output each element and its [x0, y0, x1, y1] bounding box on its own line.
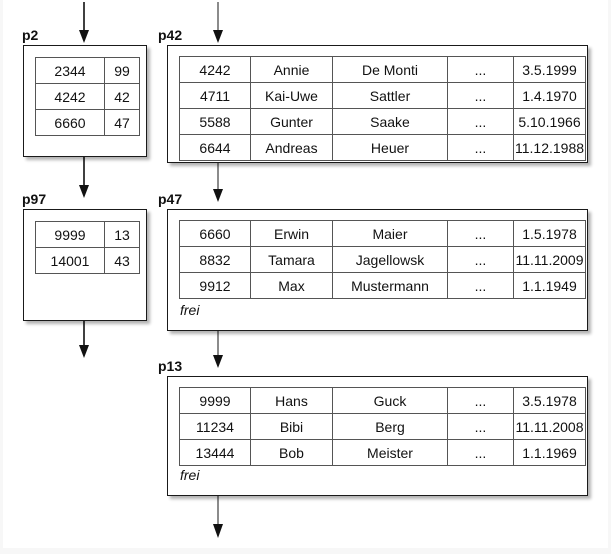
data-table-p13: 9999 Hans Guck ... 3.5.1978 11234 Bibi B… [179, 387, 586, 466]
index-table-p97: 9999 13 14001 43 [35, 221, 140, 274]
node-p13[interactable]: 9999 Hans Guck ... 3.5.1978 11234 Bibi B… [167, 376, 588, 496]
arrow-from-p13 [210, 494, 226, 540]
record-date-cell: 11.12.1988 [513, 134, 586, 161]
index-key-cell: 9999 [35, 221, 105, 248]
record-id-cell: 5588 [179, 108, 251, 135]
record-id-cell: 11234 [179, 413, 251, 440]
table-row[interactable]: 4242 42 [35, 83, 140, 110]
record-lastname-cell: Sattler [332, 82, 448, 109]
record-ellipsis-cell: ... [447, 56, 514, 83]
record-lastname-cell: De Monti [332, 56, 448, 83]
table-row[interactable]: 6660 Erwin Maier ... 1.5.1978 [179, 220, 586, 247]
record-lastname-cell: Mustermann [332, 272, 448, 299]
node-p2[interactable]: 2344 99 4242 42 6660 47 [23, 45, 147, 157]
table-row[interactable]: 9912 Max Mustermann ... 1.1.1949 [179, 272, 586, 299]
free-space-label-p47: frei [180, 302, 200, 318]
table-row[interactable]: 2344 99 [35, 57, 140, 84]
table-row[interactable]: 6644 Andreas Heuer ... 11.12.1988 [179, 134, 586, 161]
index-key-cell: 2344 [35, 57, 105, 84]
index-key-cell: 4242 [35, 83, 105, 110]
node-label-p97: p97 [22, 191, 47, 207]
table-row[interactable]: 13444 Bob Meister ... 1.1.1969 [179, 439, 586, 466]
table-row[interactable]: 14001 43 [35, 247, 140, 274]
record-lastname-cell: Jagellowsk [332, 246, 448, 273]
index-pointer-cell: 99 [104, 57, 140, 84]
record-firstname-cell: Tamara [250, 246, 333, 273]
arrow-p2-to-p97 [76, 155, 92, 199]
arrow-p47-to-p13 [210, 330, 226, 370]
record-ellipsis-cell: ... [447, 220, 514, 247]
table-row[interactable]: 11234 Bibi Berg ... 11.11.2008 [179, 413, 586, 440]
record-date-cell: 11.11.2008 [513, 413, 586, 440]
node-label-p13: p13 [158, 358, 183, 374]
record-lastname-cell: Saake [332, 108, 448, 135]
record-ellipsis-cell: ... [447, 82, 514, 109]
arrow-into-p42 [210, 2, 226, 44]
record-date-cell: 3.5.1978 [513, 387, 586, 414]
data-table-p47: 6660 Erwin Maier ... 1.5.1978 8832 Tamar… [179, 220, 586, 299]
index-key-cell: 14001 [35, 247, 105, 274]
record-date-cell: 5.10.1966 [513, 108, 586, 135]
record-lastname-cell: Heuer [332, 134, 448, 161]
index-pointer-cell: 13 [104, 221, 140, 248]
arrow-from-p97 [76, 320, 92, 360]
node-label-p47: p47 [158, 191, 183, 207]
record-date-cell: 1.1.1969 [513, 439, 586, 466]
index-pointer-cell: 47 [104, 109, 140, 136]
record-firstname-cell: Annie [250, 56, 333, 83]
record-firstname-cell: Andreas [250, 134, 333, 161]
record-ellipsis-cell: ... [447, 108, 514, 135]
record-lastname-cell: Berg [332, 413, 448, 440]
record-ellipsis-cell: ... [447, 246, 514, 273]
record-ellipsis-cell: ... [447, 413, 514, 440]
index-key-cell: 6660 [35, 109, 105, 136]
record-date-cell: 1.4.1970 [513, 82, 586, 109]
table-row[interactable]: 8832 Tamara Jagellowsk ... 11.11.2009 [179, 246, 586, 273]
record-id-cell: 9912 [179, 272, 251, 299]
record-id-cell: 13444 [179, 439, 251, 466]
table-row[interactable]: 6660 47 [35, 109, 140, 136]
record-firstname-cell: Hans [250, 387, 333, 414]
record-firstname-cell: Gunter [250, 108, 333, 135]
index-table-p2: 2344 99 4242 42 6660 47 [35, 57, 140, 136]
node-p97[interactable]: 9999 13 14001 43 [23, 209, 147, 321]
record-firstname-cell: Max [250, 272, 333, 299]
record-ellipsis-cell: ... [447, 387, 514, 414]
record-lastname-cell: Maier [332, 220, 448, 247]
record-lastname-cell: Guck [332, 387, 448, 414]
node-p42[interactable]: 4242 Annie De Monti ... 3.5.1999 4711 Ka… [167, 45, 588, 163]
table-row[interactable]: 9999 Hans Guck ... 3.5.1978 [179, 387, 586, 414]
node-label-p2: p2 [22, 27, 39, 43]
arrow-into-p2 [76, 2, 92, 44]
record-firstname-cell: Bob [250, 439, 333, 466]
data-table-p42: 4242 Annie De Monti ... 3.5.1999 4711 Ka… [179, 56, 586, 161]
record-date-cell: 11.11.2009 [513, 246, 586, 273]
node-p47[interactable]: 6660 Erwin Maier ... 1.5.1978 8832 Tamar… [167, 209, 588, 331]
record-ellipsis-cell: ... [447, 439, 514, 466]
record-id-cell: 9999 [179, 387, 251, 414]
arrow-p42-to-p47 [210, 163, 226, 203]
table-row[interactable]: 9999 13 [35, 221, 140, 248]
record-date-cell: 1.5.1978 [513, 220, 586, 247]
record-lastname-cell: Meister [332, 439, 448, 466]
table-row[interactable]: 4242 Annie De Monti ... 3.5.1999 [179, 56, 586, 83]
record-id-cell: 6660 [179, 220, 251, 247]
index-pointer-cell: 43 [104, 247, 140, 274]
record-id-cell: 8832 [179, 246, 251, 273]
record-ellipsis-cell: ... [447, 134, 514, 161]
record-firstname-cell: Erwin [250, 220, 333, 247]
record-id-cell: 4711 [179, 82, 251, 109]
record-firstname-cell: Bibi [250, 413, 333, 440]
record-id-cell: 6644 [179, 134, 251, 161]
index-pointer-cell: 42 [104, 83, 140, 110]
node-label-p42: p42 [158, 27, 183, 43]
record-date-cell: 3.5.1999 [513, 56, 586, 83]
free-space-label-p13: frei [180, 467, 200, 483]
record-firstname-cell: Kai-Uwe [250, 82, 333, 109]
table-row[interactable]: 5588 Gunter Saake ... 5.10.1966 [179, 108, 586, 135]
table-row[interactable]: 4711 Kai-Uwe Sattler ... 1.4.1970 [179, 82, 586, 109]
record-ellipsis-cell: ... [447, 272, 514, 299]
record-date-cell: 1.1.1949 [513, 272, 586, 299]
record-id-cell: 4242 [179, 56, 251, 83]
